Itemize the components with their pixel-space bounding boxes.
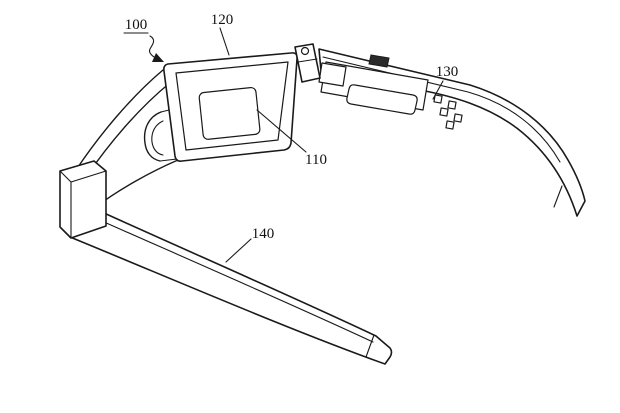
- nose-pad: [143, 108, 178, 162]
- ref-110-leader: [256, 109, 307, 153]
- left-temple-top-bevel: [103, 221, 374, 343]
- right-temple-tip-cap: [553, 185, 563, 208]
- nose-pad-outer: [143, 111, 162, 162]
- camera-module: [368, 54, 390, 68]
- left-endpiece-box: [59, 160, 107, 239]
- connector-pad: [447, 100, 457, 110]
- right-temple-arm: [318, 48, 586, 217]
- hinge-body: [294, 43, 321, 83]
- ref-120-leader: [219, 27, 230, 56]
- ref-100-arrowhead: [152, 53, 164, 62]
- nose-pad-link-bottom: [159, 158, 178, 162]
- connector-pad: [439, 107, 449, 117]
- front-frame: [163, 52, 298, 162]
- left-temple-tip-cap: [365, 334, 375, 358]
- ref-140-leader: [225, 238, 252, 263]
- connector-pads: [433, 94, 463, 130]
- circuit-module-small: [318, 62, 347, 87]
- wrap-top-edge: [75, 69, 164, 171]
- hinge: [294, 43, 321, 83]
- hinge-pin: [300, 46, 310, 56]
- connector-pad: [453, 113, 463, 123]
- right-temple-top-bevel: [322, 56, 561, 163]
- connector-pad: [433, 94, 443, 104]
- wrap-inner-edge: [85, 81, 172, 178]
- ref-130-leader: [432, 80, 444, 100]
- nose-pad-inner: [151, 120, 164, 156]
- ref-label-140: 140: [252, 226, 275, 242]
- ref-label-100: 100: [125, 17, 148, 33]
- connector-pad: [445, 120, 455, 130]
- ref-label-130: 130: [436, 64, 459, 80]
- hinge-seam: [297, 58, 318, 63]
- wrap-bottom-edge: [96, 159, 179, 207]
- ref-label-110: 110: [305, 152, 327, 168]
- ref-label-120: 120: [211, 12, 234, 28]
- left-endpiece-edges: [59, 170, 107, 239]
- ref-100-arrow-shaft: [149, 35, 159, 60]
- left-temple-outline: [69, 212, 393, 365]
- display-region: [198, 86, 261, 140]
- reference-annotations: 100 120 130 110 140: [123, 12, 459, 263]
- left-temple-arm: [59, 160, 393, 365]
- circuit-module-large: [346, 84, 418, 115]
